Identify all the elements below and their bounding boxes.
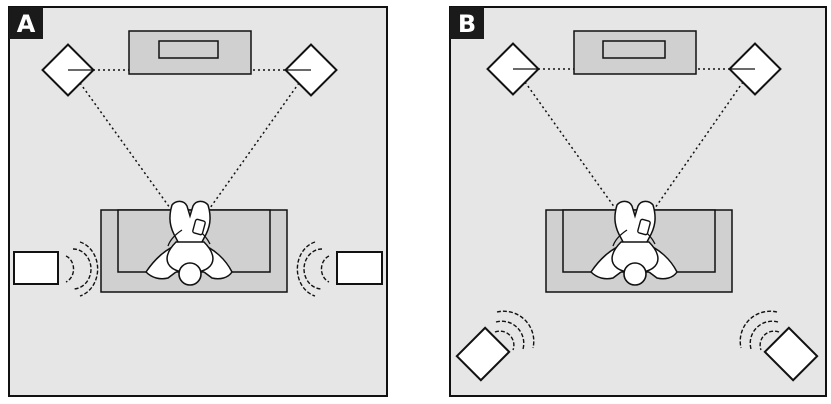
surround-speaker-right-icon xyxy=(336,251,383,285)
surround-speaker-left-icon xyxy=(13,251,59,285)
surround-speaker-left-icon xyxy=(455,326,511,382)
sound-wave-icon xyxy=(494,310,535,351)
tv-icon xyxy=(128,30,252,75)
panel-label: A xyxy=(17,10,36,38)
panel-badge: A xyxy=(9,7,43,39)
panel-label: B xyxy=(458,10,476,38)
panel-a: A xyxy=(8,6,388,397)
sound-wave-icon xyxy=(739,310,780,351)
surround-speaker-right-icon xyxy=(763,326,819,382)
sound-wave-icon xyxy=(65,241,99,297)
panel-badge: B xyxy=(450,7,484,39)
sound-wave-icon xyxy=(296,241,330,297)
panel-b: B xyxy=(449,6,827,397)
tv-icon xyxy=(573,30,697,75)
